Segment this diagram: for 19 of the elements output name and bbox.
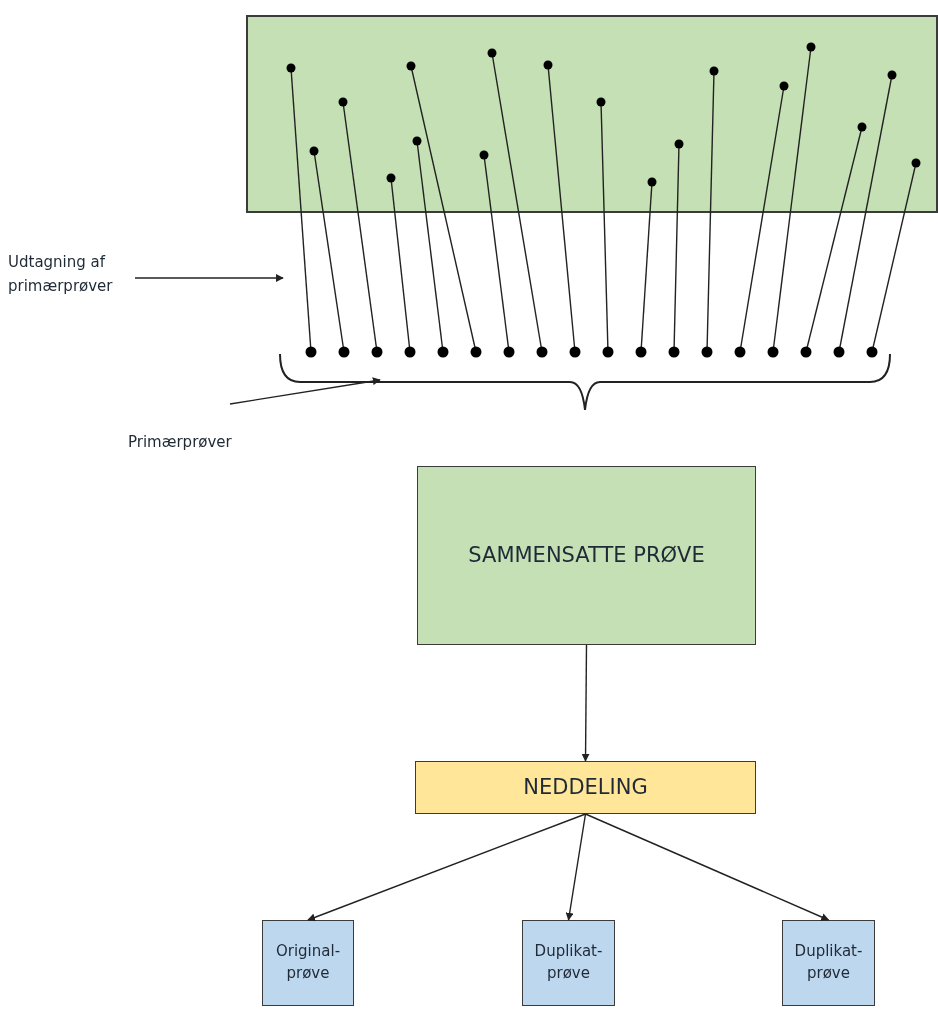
annotation-text: Udtagning af primærprøver: [8, 250, 133, 298]
field-box: [246, 15, 938, 213]
box-label: Duplikat- prøve: [533, 941, 604, 984]
arrow: [307, 813, 587, 922]
arrow: [134, 274, 284, 282]
arrow: [584, 813, 830, 921]
annotation-text: Primærprøver: [128, 430, 232, 454]
arrow: [229, 377, 381, 405]
process-box: [415, 761, 756, 814]
result-box: [262, 920, 354, 1006]
box-label: Original- prøve: [274, 941, 342, 984]
arrow: [565, 813, 587, 921]
result-box: [782, 920, 875, 1006]
box-label: Duplikat- prøve: [793, 941, 864, 984]
arrow: [581, 644, 590, 762]
box-label: SAMMENSATTE PRØVE: [467, 542, 706, 570]
process-box: [417, 466, 756, 645]
result-box: [522, 920, 615, 1006]
box-label: NEDDELING: [522, 774, 649, 802]
